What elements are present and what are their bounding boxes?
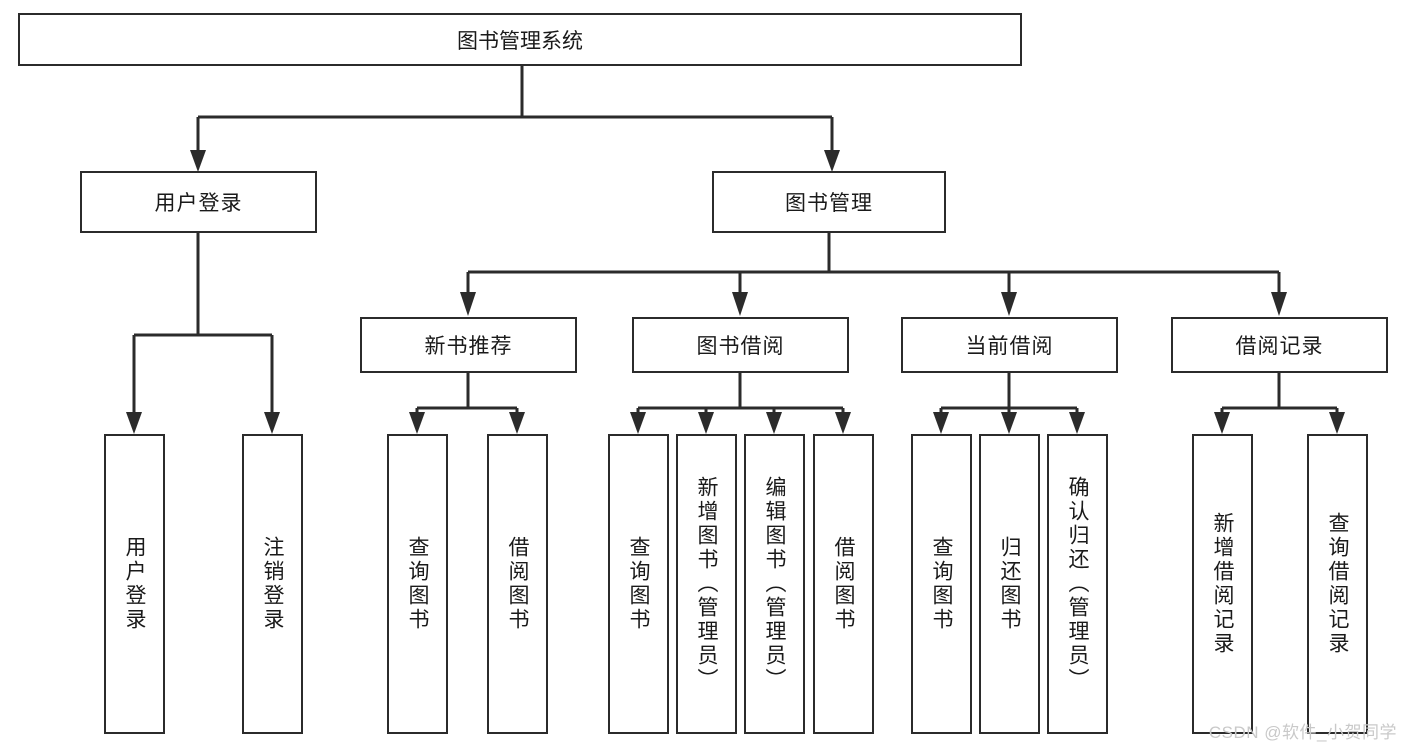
node-book-borrow[interactable]: 图书借阅 xyxy=(632,317,849,373)
leaf-user-login-login[interactable]: 用户登录 xyxy=(104,434,165,734)
node-current-borrow[interactable]: 当前借阅 xyxy=(901,317,1118,373)
leaf-book-borrow-edit[interactable]: 编辑图书（管理员） xyxy=(744,434,805,734)
node-label: 查询借阅记录 xyxy=(1326,512,1349,656)
node-label: 用户登录 xyxy=(123,536,146,632)
leaf-current-borrow-return[interactable]: 归还图书 xyxy=(979,434,1040,734)
leaf-borrow-record-query[interactable]: 查询借阅记录 xyxy=(1307,434,1368,734)
node-label: 新书推荐 xyxy=(424,335,513,358)
node-label: 新增图书（管理员） xyxy=(695,476,718,692)
node-label: 图书借阅 xyxy=(696,335,785,358)
node-label: 编辑图书（管理员） xyxy=(763,476,786,692)
node-label: 注销登录 xyxy=(261,536,284,632)
leaf-current-borrow-confirm-return[interactable]: 确认归还（管理员） xyxy=(1047,434,1108,734)
node-label: 图书管理 xyxy=(785,192,873,215)
leaf-book-borrow-query[interactable]: 查询图书 xyxy=(608,434,669,734)
node-label: 用户登录 xyxy=(154,192,243,215)
leaf-borrow-record-add[interactable]: 新增借阅记录 xyxy=(1192,434,1253,734)
node-borrow-record[interactable]: 借阅记录 xyxy=(1171,317,1388,373)
node-label: 查询图书 xyxy=(627,536,650,632)
node-root-system[interactable]: 图书管理系统 xyxy=(18,13,1022,66)
leaf-user-login-logout[interactable]: 注销登录 xyxy=(242,434,303,734)
node-label: 当前借阅 xyxy=(965,335,1054,358)
node-label: 查询图书 xyxy=(406,536,429,632)
watermark: CSDN @软件_小贺同学 xyxy=(1208,723,1397,742)
leaf-book-borrow-add[interactable]: 新增图书（管理员） xyxy=(676,434,737,734)
node-label: 借阅图书 xyxy=(506,536,529,632)
node-label: 归还图书 xyxy=(998,536,1021,632)
node-book-management[interactable]: 图书管理 xyxy=(712,171,946,233)
leaf-current-borrow-query[interactable]: 查询图书 xyxy=(911,434,972,734)
node-new-book-recommend[interactable]: 新书推荐 xyxy=(360,317,577,373)
node-user-login[interactable]: 用户登录 xyxy=(80,171,317,233)
node-label: 查询图书 xyxy=(930,536,953,632)
node-label: 借阅记录 xyxy=(1235,335,1324,358)
leaf-new-book-borrow[interactable]: 借阅图书 xyxy=(487,434,548,734)
leaf-new-book-query[interactable]: 查询图书 xyxy=(387,434,448,734)
node-label: 确认归还（管理员） xyxy=(1066,476,1089,692)
node-label: 新增借阅记录 xyxy=(1211,512,1234,656)
leaf-book-borrow-borrow[interactable]: 借阅图书 xyxy=(813,434,874,734)
node-label: 图书管理系统 xyxy=(457,29,583,53)
node-label: 借阅图书 xyxy=(832,536,855,632)
